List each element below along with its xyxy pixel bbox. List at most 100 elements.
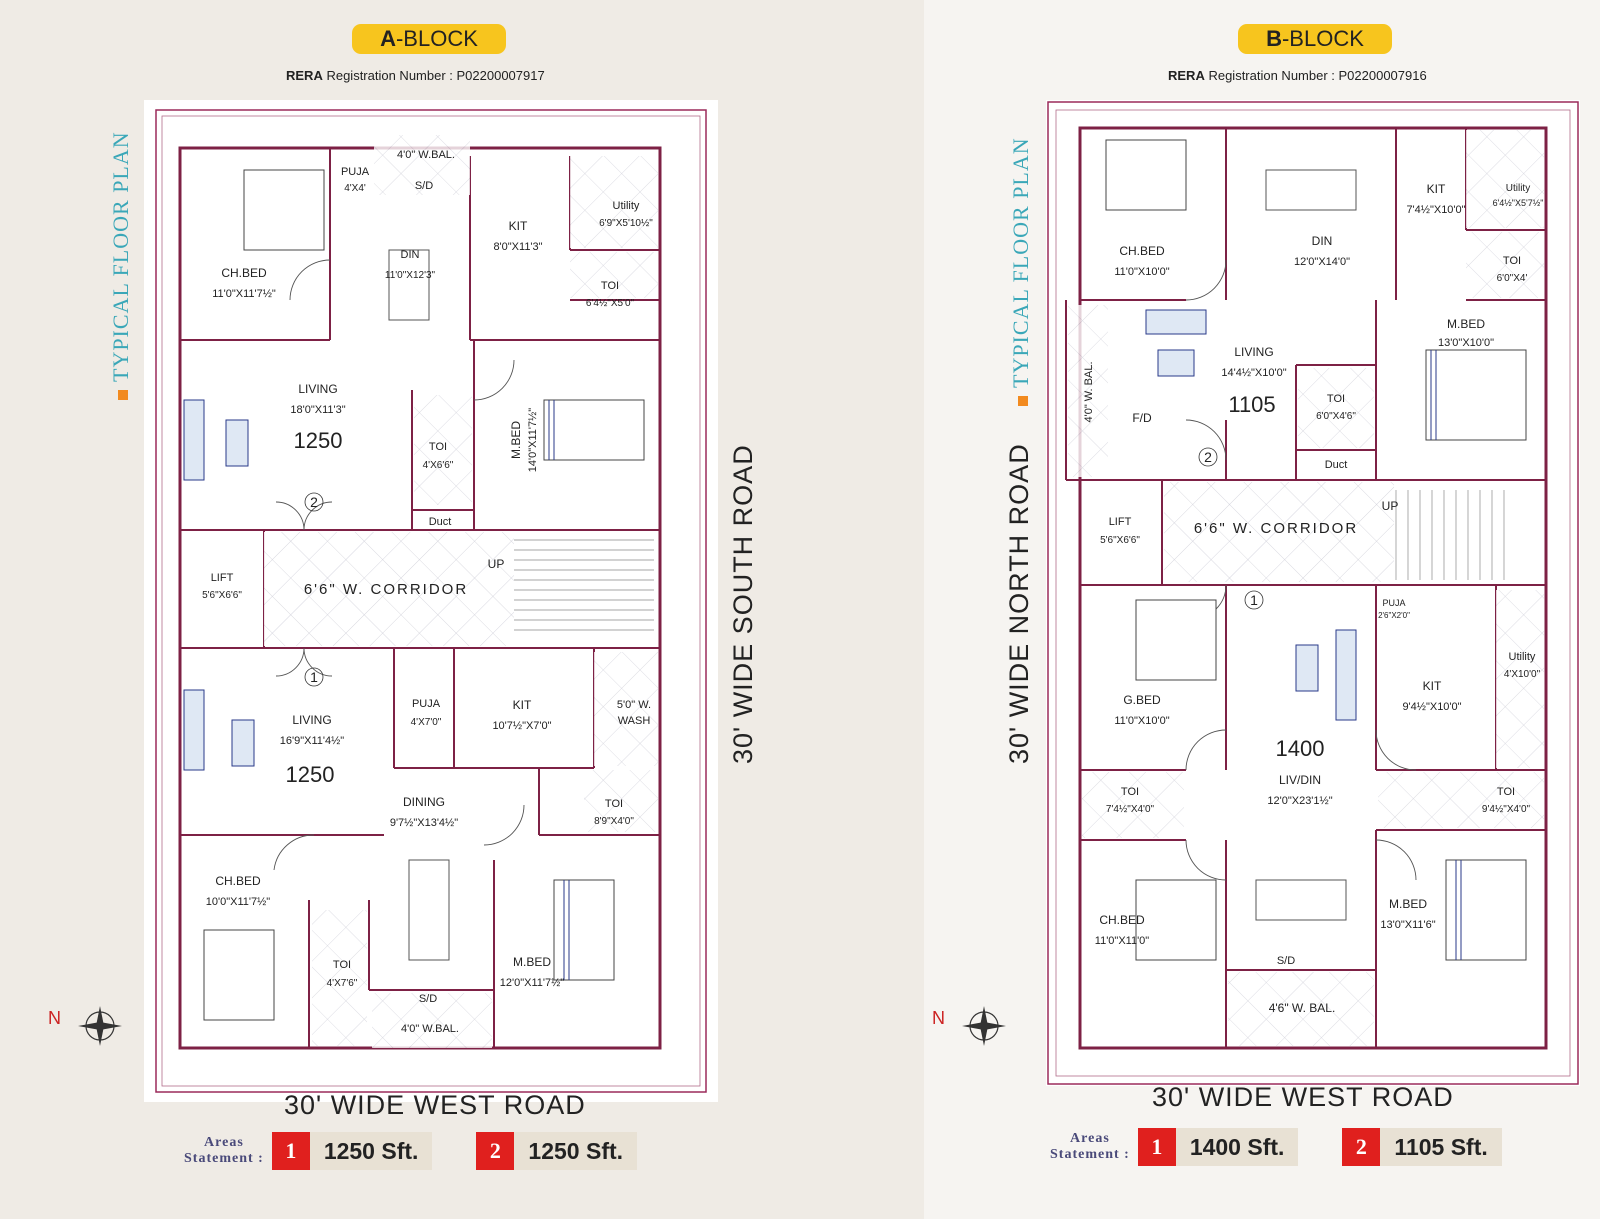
b-rera-number: RERA Registration Number : P02200007916 xyxy=(1168,68,1427,83)
b-room-wbal-1: 4'0" W. BAL. xyxy=(1083,361,1095,422)
a-compass: N xyxy=(48,1004,130,1048)
b-area-2-value: 1105 Sft. xyxy=(1380,1128,1502,1166)
a-room-puja-2: PUJA xyxy=(412,698,441,710)
a-room-toi-2-size: 4'X6'6" xyxy=(423,460,454,471)
a-room-toi-4-size: 4'X7'6" xyxy=(327,978,358,989)
a-area-1-value: 1250 Sft. xyxy=(309,1132,433,1170)
orange-square-icon xyxy=(1018,396,1028,406)
b-room-toi-3: TOI xyxy=(1121,786,1139,798)
a-room-mbed-1-size: 14'0"X11'7½" xyxy=(527,408,539,473)
b-room-puja-size: 2'6"X2'0" xyxy=(1378,611,1410,620)
a-room-ch-bed-1-size: 11'0"X11'7½" xyxy=(212,288,276,300)
a-unit-number-1250-top: 1250 xyxy=(294,428,343,453)
b-room-kit-2-size: 9'4½"X10'0" xyxy=(1402,701,1461,713)
a-room-sd-2: S/D xyxy=(419,993,437,1005)
a-room-living-2: LIVING xyxy=(292,713,331,727)
b-room-living: LIVING xyxy=(1234,345,1273,359)
b-door-2-label: 2 xyxy=(1204,449,1212,465)
a-room-mbed-1: M.BED xyxy=(509,421,523,459)
b-room-wbal-2: 4'6" W. BAL. xyxy=(1269,1001,1336,1015)
a-room-toi-2: TOI xyxy=(429,441,447,453)
a-room-puja-1-size: 4'X4' xyxy=(344,183,366,194)
b-unit-number-1400: 1400 xyxy=(1276,736,1325,761)
a-room-toi-1: TOI xyxy=(601,280,619,292)
b-area-1-num: 1 xyxy=(1137,1128,1176,1166)
b-room-toi-2: TOI xyxy=(1327,393,1345,405)
b-room-mbed-2: M.BED xyxy=(1389,897,1427,911)
a-room-din-1: DIN xyxy=(401,249,420,261)
b-room-mbed-2-size: 13'0"X11'6" xyxy=(1380,919,1435,931)
a-side-road: 30' WIDE SOUTH ROAD xyxy=(728,444,758,764)
a-room-ch-bed-2-size: 10'0"X11'7½" xyxy=(206,896,271,908)
b-room-utility-2: Utility xyxy=(1509,651,1536,663)
b-room-gbed: G.BED xyxy=(1123,693,1161,707)
b-room-toi-4: TOI xyxy=(1497,786,1515,798)
a-room-ch-bed-1: CH.BED xyxy=(221,266,267,280)
b-floor-plan-drawing: CH.BED 11'0"X10'0" DIN 12'0"X14'0" KIT 7… xyxy=(1047,101,1579,1085)
b-room-fd: F/D xyxy=(1132,411,1152,425)
b-plan-label: TYPICAL FLOOR PLAN xyxy=(1008,137,1034,406)
a-area-1-num: 1 xyxy=(271,1132,310,1170)
a-room-lift: LIFT xyxy=(211,572,234,584)
b-stair-up: UP xyxy=(1382,499,1399,513)
a-room-din-1-size: 11'0"X12'3" xyxy=(385,270,436,281)
b-room-livdin: LIV/DIN xyxy=(1279,773,1321,787)
a-room-ch-bed-2: CH.BED xyxy=(215,874,261,888)
b-room-utility-1: Utility xyxy=(1506,183,1530,194)
b-room-ch-bed-2: CH.BED xyxy=(1099,913,1145,927)
b-door-2-circle xyxy=(1198,447,1218,467)
b-room-din-size: 12'0"X14'0" xyxy=(1294,256,1350,268)
a-room-kit-1: KIT xyxy=(509,219,528,233)
a-room-kit-2-size: 10'7½"X7'0" xyxy=(492,720,551,732)
orange-square-icon xyxy=(118,390,128,400)
b-room-din: DIN xyxy=(1312,234,1333,248)
b-room-mbed-1-size: 13'0"X10'0" xyxy=(1438,337,1494,349)
b-area-2-num: 2 xyxy=(1342,1128,1381,1166)
b-floor-plan: CH.BED 11'0"X10'0" DIN 12'0"X14'0" KIT 7… xyxy=(1046,100,1580,1086)
a-room-kit-1-size: 8'0"X11'3" xyxy=(493,241,542,253)
a-plan-label: TYPICAL FLOOR PLAN xyxy=(108,131,134,400)
a-room-toi-3: TOI xyxy=(605,798,623,810)
b-bottom-road: 30' WIDE WEST ROAD xyxy=(1152,1082,1454,1112)
a-room-duct: Duct xyxy=(429,516,452,528)
a-door-1-label: 1 xyxy=(310,669,318,685)
b-room-sd: S/D xyxy=(1277,955,1295,967)
a-area-2-num: 2 xyxy=(476,1132,515,1170)
a-room-dining: DINING xyxy=(403,795,445,809)
b-room-utility-2-size: 4'X10'0" xyxy=(1504,669,1541,680)
b-room-duct: Duct xyxy=(1325,459,1348,471)
a-room-dining-size: 9'7½"X13'4½" xyxy=(390,817,458,829)
b-room-toi-2-size: 6'0"X4'6" xyxy=(1316,411,1356,422)
a-block-title: A-BLOCK xyxy=(352,24,506,54)
a-room-toi-4: TOI xyxy=(333,959,351,971)
a-room-utility-1: Utility xyxy=(613,200,640,212)
b-room-kit-2: KIT xyxy=(1423,679,1442,693)
a-unit-number-1250-bottom: 1250 xyxy=(286,762,335,787)
b-room-toi-1: TOI xyxy=(1503,255,1521,267)
a-door-1-circle xyxy=(304,667,324,687)
b-room-ch-bed-2-size: 11'0"X11'0" xyxy=(1095,935,1150,947)
b-room-ch-bed-1: CH.BED xyxy=(1119,244,1165,258)
a-stair-up: UP xyxy=(488,557,505,571)
b-room-ch-bed-1-size: 11'0"X10'0" xyxy=(1114,266,1169,278)
a-area-2-value: 1250 Sft. xyxy=(514,1132,638,1170)
b-area-1-value: 1400 Sft. xyxy=(1175,1128,1299,1166)
b-room-lift-size: 5'6"X6'6" xyxy=(1100,535,1140,546)
a-room-wash-2: WASH xyxy=(618,715,651,727)
a-room-toi-3-size: 8'9"X4'0" xyxy=(594,816,634,827)
a-room-living-1: LIVING xyxy=(298,382,337,396)
a-room-puja-1: PUJA xyxy=(341,166,370,178)
a-room-living-1-size: 18'0"X11'3" xyxy=(290,404,345,416)
b-room-gbed-size: 11'0"X10'0" xyxy=(1114,715,1169,727)
b-compass: N xyxy=(932,1004,1014,1048)
a-room-toi-1-size: 6'4½"X5'0" xyxy=(586,298,635,309)
a-door-2-circle xyxy=(304,492,324,512)
b-room-kit-1-size: 7'4½"X10'0" xyxy=(1406,204,1465,216)
b-room-toi-3-size: 7'4½"X4'0" xyxy=(1106,804,1155,815)
a-block-panel: A-BLOCK RERA Registration Number : P0220… xyxy=(48,24,758,1170)
a-room-wbal-1: 4'0" W.BAL. xyxy=(397,149,455,161)
b-room-corridor: 6'6" W. CORRIDOR xyxy=(1194,520,1358,537)
